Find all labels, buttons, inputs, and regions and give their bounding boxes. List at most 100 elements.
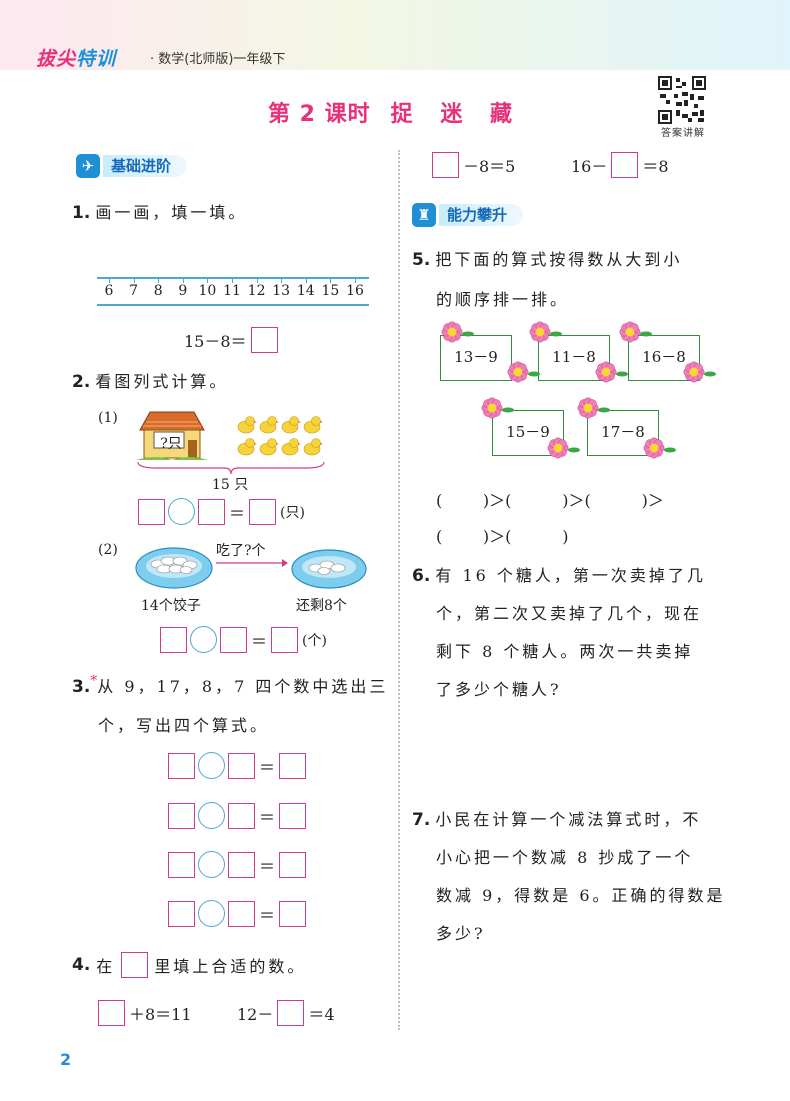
qr-code-icon[interactable]: [658, 76, 706, 124]
arrow-label: 吃了?个: [216, 543, 266, 559]
flower-center: [649, 443, 659, 453]
chick-beak: [254, 443, 257, 445]
number-line-label: 14: [296, 283, 315, 299]
answer-box[interactable]: [271, 626, 299, 653]
q3-equation-3: ＝: [168, 851, 307, 878]
section-basic: ✈ 基础进阶: [76, 153, 188, 179]
number-line-tick: [182, 277, 184, 283]
answer-box[interactable]: [198, 498, 225, 525]
number-line-tick: [133, 277, 135, 283]
qr-label: 答案讲解: [661, 128, 705, 139]
expression-card[interactable]: 11－8: [538, 335, 610, 381]
question-2: 2. 看图列式计算。: [72, 372, 229, 392]
q7-line2: 小心把一个数减 8 抄成了一个: [436, 848, 694, 867]
header-band: [0, 0, 790, 70]
number-line-top: [97, 277, 369, 279]
number-line-label: 11: [223, 283, 241, 299]
q2-equation-2: ＝ (个): [160, 626, 328, 653]
arrow-icon: [216, 559, 288, 567]
answer-box[interactable]: [249, 498, 277, 525]
q2-part2-label: (2): [98, 542, 118, 558]
number-line-label: 16: [346, 283, 364, 299]
house-icon: [136, 411, 208, 460]
page-title: 第 2 课时捉 迷 藏: [268, 102, 522, 127]
number-line-tick: [158, 277, 160, 283]
flower-center: [553, 443, 563, 453]
q7-line4: 多少?: [436, 924, 486, 943]
number-line-label: 6: [104, 283, 114, 299]
answer-box[interactable]: [220, 626, 247, 653]
number-line-tick: [305, 277, 307, 283]
question-1: 1. 画一画，填一填。: [72, 203, 248, 223]
brace-label: 15 只: [212, 477, 249, 493]
order-line-2: ( )＞( ): [436, 527, 569, 546]
question-6: 6. 有 16 个糖人，第一次卖掉了几: [412, 566, 706, 586]
flower-center: [487, 403, 497, 413]
operator-circle[interactable]: [190, 626, 217, 653]
q4-equation-b: 12－＝4: [236, 1000, 336, 1026]
q3-equation-1: ＝: [168, 752, 307, 779]
flower-center: [513, 367, 523, 377]
number-line-tick: [207, 277, 209, 283]
question-7: 7. 小民在计算一个减法算式时，不: [412, 810, 702, 830]
chick-head: [289, 438, 299, 448]
flower-center: [447, 327, 457, 337]
flower-leaf: [528, 371, 540, 377]
number-line-tick: [281, 277, 283, 283]
chick-beak: [320, 443, 323, 445]
chick-head: [267, 416, 277, 426]
climber-icon: ♜: [412, 203, 436, 227]
chick-beak: [276, 443, 279, 445]
answer-box[interactable]: [250, 327, 278, 353]
flower-leaf: [664, 447, 676, 453]
flower-center: [601, 367, 611, 377]
chick-beak: [254, 421, 257, 423]
number-line-label: 10: [198, 283, 217, 299]
flower-center: [535, 327, 545, 337]
number-line-bottom: [97, 304, 369, 306]
sample-box: [121, 952, 149, 978]
flower-center: [625, 327, 635, 337]
operator-circle[interactable]: [168, 498, 195, 525]
dumpling-plate-icon: [291, 549, 367, 589]
chick-head: [267, 438, 277, 448]
expression-card[interactable]: 13－9: [440, 335, 512, 381]
chicks-icon: [237, 416, 323, 456]
dumpling-plate-icon: [135, 547, 213, 589]
chick-beak: [320, 421, 323, 423]
question-5: 5. 把下面的算式按得数从大到小: [412, 250, 683, 270]
number-line-tick: [256, 277, 258, 283]
q3-equation-2: ＝: [168, 802, 307, 829]
chick-beak: [298, 421, 301, 423]
flower-center: [689, 367, 699, 377]
right-caption: 还剩8个: [296, 598, 347, 614]
flower-leaf: [502, 407, 514, 413]
chick-head: [245, 438, 255, 448]
q6-line4: 了多少个糖人?: [436, 680, 562, 699]
chick-beak: [276, 421, 279, 423]
order-line-1: ( )＞( )＞( )＞: [436, 491, 664, 510]
number-line-label: 7: [129, 283, 139, 299]
brace-icon: [137, 461, 325, 475]
number-line-label: 12: [247, 283, 266, 299]
q7-line3: 数减 9，得数是 6。正确的得数是: [436, 886, 726, 905]
number-line-label: 9: [178, 283, 188, 299]
brand-logo: 拔尖特训: [36, 48, 117, 70]
q3-equation-4: ＝: [168, 900, 307, 927]
q2-equation-1: ＝ (只): [138, 498, 306, 525]
answer-box[interactable]: [160, 626, 187, 653]
answer-box[interactable]: [138, 498, 165, 525]
q6-line3: 剩下 8 个糖人。两次一共卖掉: [436, 642, 694, 661]
star-icon: *: [90, 673, 98, 689]
q4-equation-c: －8＝5: [432, 152, 516, 178]
q4-equation-d: 16－＝8: [570, 152, 670, 178]
number-line-tick: [109, 277, 110, 283]
page-number: 2: [60, 1050, 72, 1069]
chick-head: [311, 438, 321, 448]
left-caption: 14个饺子: [141, 598, 201, 614]
number-line-tick: [232, 277, 233, 283]
chick-head: [289, 416, 299, 426]
chick-beak: [298, 443, 301, 445]
number-line-label: 8: [153, 283, 163, 299]
